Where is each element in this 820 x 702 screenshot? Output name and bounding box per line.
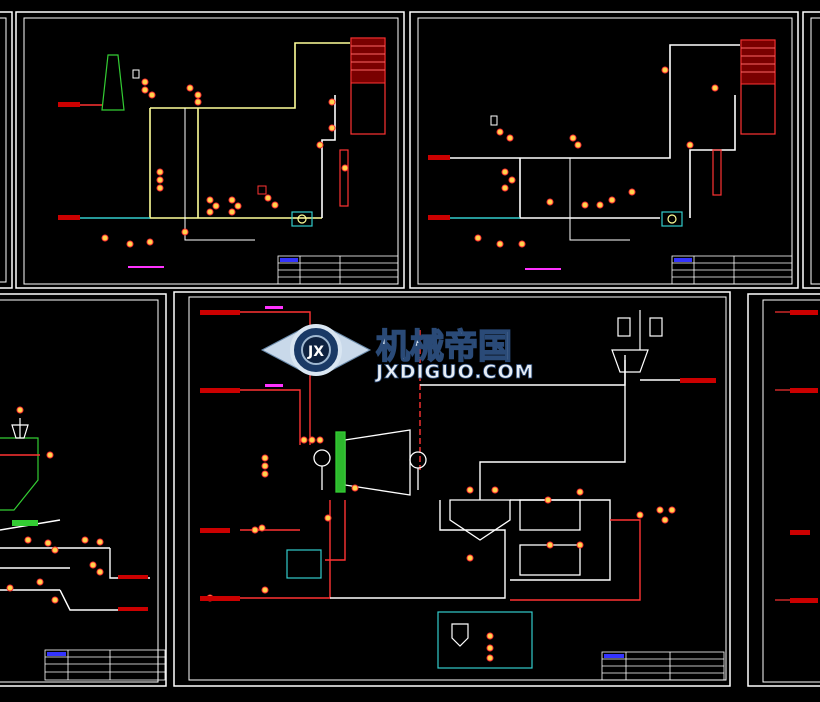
line-tags [428, 155, 561, 270]
line-tags [58, 102, 164, 268]
watermark-logo-icon: JX [260, 324, 372, 376]
watermark: JX 机械帝国 JXDIGUO.COM [260, 324, 535, 383]
sheet-top-center-left-content [58, 37, 399, 285]
instrument-bubbles [206, 436, 676, 662]
sheet-bottom-right [747, 293, 820, 687]
instrument-bubbles [101, 78, 349, 248]
sheet-top-center-right [409, 11, 799, 289]
sheet-top-center-left [15, 11, 405, 289]
silo-hopper [0, 418, 39, 511]
cyclone-group [611, 310, 663, 373]
sheet-bottom-center [173, 291, 731, 687]
sheet-bottom-center-content [200, 306, 725, 681]
sheet-bottom-right-content [775, 310, 818, 603]
sheet-frames [0, 11, 820, 687]
instrument-bubbles [6, 406, 104, 604]
sheet-top-left-partial [0, 11, 13, 289]
instrument-box [490, 115, 498, 126]
process-pipes [430, 44, 740, 241]
title-block [277, 255, 399, 285]
chimney-stack [101, 54, 125, 111]
title-block [44, 649, 166, 681]
line-tags [200, 306, 716, 601]
process-pipes [240, 311, 715, 601]
sheet-bottom-left [0, 293, 167, 687]
sheet-top-right-partial [802, 11, 820, 289]
instrument-box [257, 185, 267, 195]
control-panel [286, 549, 322, 579]
sheet-bottom-left-content [0, 406, 166, 681]
rotary-kiln [313, 429, 427, 496]
watermark-badge: JX [307, 344, 324, 360]
instrument-box [132, 69, 140, 79]
legend-box [437, 611, 533, 669]
separator-vessel [712, 149, 722, 196]
separator-vessel [339, 149, 349, 207]
instrument-bubbles [474, 66, 719, 248]
watermark-text-cn: 机械帝国 [376, 327, 512, 367]
belt-feeder [12, 520, 38, 526]
scrubber-tower [740, 39, 776, 135]
line-tags [790, 310, 818, 603]
title-block [601, 651, 725, 681]
scrubber-tower [350, 37, 386, 135]
title-block [671, 255, 793, 285]
line-tags [118, 575, 148, 611]
pump-skid [661, 211, 683, 227]
sheet-top-center-right-content [428, 39, 793, 285]
watermark-text-en: JXDIGUO.COM [374, 361, 535, 383]
pump-skid [291, 211, 313, 227]
